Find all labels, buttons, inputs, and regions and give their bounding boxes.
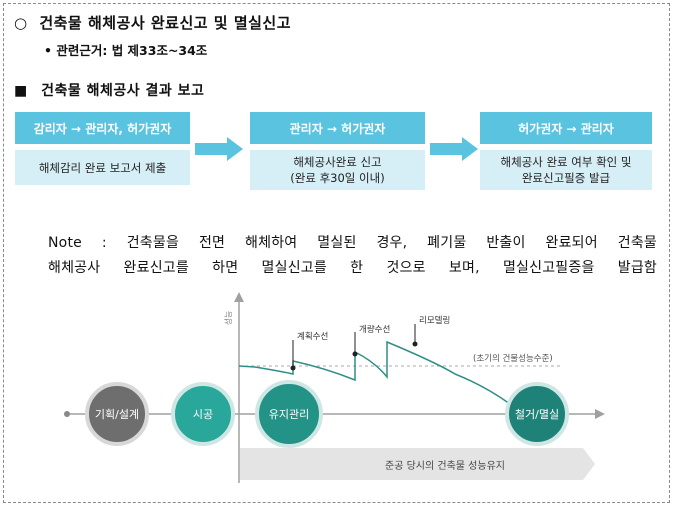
stage-construction: 시공 xyxy=(171,382,235,446)
stage-maintenance-label: 유지관리 xyxy=(269,408,309,421)
right-arrow-icon xyxy=(195,137,243,161)
stage-planning-design-label: 기획/설계 xyxy=(95,408,139,421)
flow-step-2-title: 관리자 → 허가권자 xyxy=(250,112,425,144)
right-arrow-icon xyxy=(430,137,478,161)
performance-curve xyxy=(238,340,526,417)
bottom-arrow-label: 준공 당시의 건축물 성능유지 xyxy=(385,460,505,472)
y-axis-label: 성능 xyxy=(224,311,233,326)
flow-step-2-desc-line-1: 해체공사완료 신고 xyxy=(293,155,382,169)
flow-step-1-title: 감리자 → 관리자, 허가권자 xyxy=(15,112,190,144)
page-frame xyxy=(3,3,670,503)
stage-demolition-label: 철거/멸실 xyxy=(515,408,559,421)
axis-origin-dot xyxy=(64,411,70,417)
x-axis-arrowhead xyxy=(595,409,605,419)
flow-step-3-desc-line-2: 완료신고필증 발급 xyxy=(521,171,611,185)
note-line-1: Note : 건축물을 전면 해체하여 멸실된 경우, 폐기물 반출이 완료되어… xyxy=(48,235,657,251)
annotation-planned-repair: 계획수선 xyxy=(297,331,328,342)
section-heading: ■ 건축물 해체공사 결과 보고 xyxy=(14,80,204,100)
note-text: Note : 건축물을 전면 해체하여 멸실된 경우, 폐기물 반출이 완료되어… xyxy=(48,231,657,281)
flow-step-3-desc: 해체공사 완료 여부 확인 및 완료신고필증 발급 xyxy=(480,150,652,190)
building-lifecycle-diagram: 준공 당시의 건축물 성능유지 성능 (초기의 건물성능수준) 계획수선 개량수… xyxy=(64,292,605,483)
marker-dot-remodeling xyxy=(412,341,418,347)
annotation-improvement-repair: 개량수선 xyxy=(359,324,390,335)
note-line-2: 해체공사 완료신고를 하면 멸실신고를 한 것으로 보며, 멸실신고필증을 발급… xyxy=(48,260,657,276)
section-heading-text: 건축물 해체공사 결과 보고 xyxy=(41,83,205,99)
main-heading-text: 건축물 해체공사 완료신고 및 멸실신고 xyxy=(39,14,292,32)
main-heading: ○ 건축물 해체공사 완료신고 및 멸실신고 xyxy=(14,12,291,33)
flow-step-1-desc-line: 해체감리 완료 보고서 제출 xyxy=(38,160,167,175)
legal-basis: • 관련근거: 법 제33조~34조 xyxy=(44,43,208,58)
flow-step-1-desc: 해체감리 완료 보고서 제출 xyxy=(15,150,190,185)
initial-performance-label: (초기의 건물성능수준) xyxy=(473,353,553,364)
circle-bullet-icon: ○ xyxy=(14,14,28,32)
stage-construction-label: 시공 xyxy=(193,408,213,421)
marker-dot-planned-repair xyxy=(290,365,296,371)
flow-step-2-desc: 해체공사완료 신고 (완료 후30일 이내) xyxy=(250,150,425,190)
flow-step-3-title: 허가권자 → 관리자 xyxy=(480,112,652,144)
stage-demolition: 철거/멸실 xyxy=(505,382,569,446)
stage-maintenance: 유지관리 xyxy=(255,380,323,448)
square-bullet-icon: ■ xyxy=(14,83,28,99)
marker-dot-improvement-repair xyxy=(352,351,358,357)
y-axis-arrowhead xyxy=(234,292,244,302)
annotation-remodeling: 리모델링 xyxy=(419,315,450,326)
flow-step-3-desc-line-1: 해체공사 완료 여부 확인 및 xyxy=(500,155,632,169)
bottom-arrow-band xyxy=(240,448,595,480)
stage-planning-design: 기획/설계 xyxy=(85,382,149,446)
flow-step-2-desc-line-2: (완료 후30일 이내) xyxy=(290,171,385,185)
